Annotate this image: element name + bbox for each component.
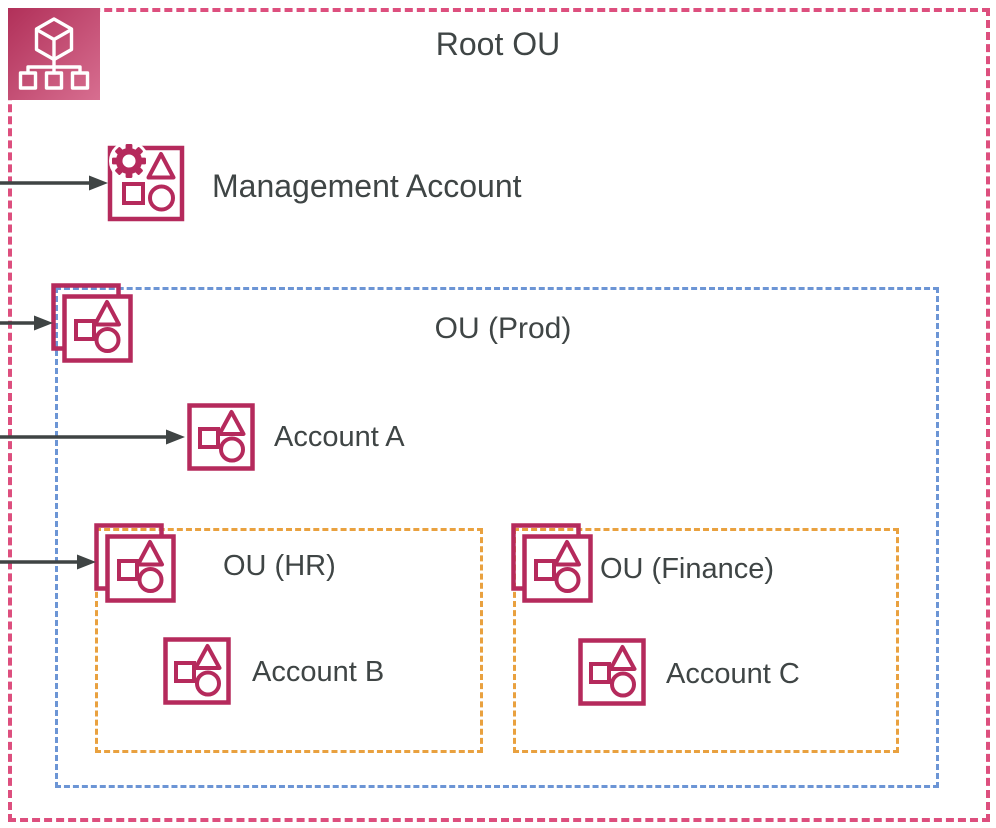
account-c-icon [577,637,647,707]
aws-organizations-icon [8,8,100,100]
ou-prod-icon [50,282,134,364]
ou-finance-icon [510,522,594,604]
root-ou-container [8,8,990,822]
ou-prod-container [55,287,939,788]
management-account-label: Management Account [212,168,522,204]
account-c-label: Account C [666,658,800,690]
gear-glyph [112,144,146,178]
ou-finance-container [513,528,899,753]
root-ou-label: Root OU [435,26,561,62]
account-a-label: Account A [274,421,405,453]
account-b-label: Account B [252,656,385,688]
ou-hr-container [95,528,483,753]
management-account-icon [104,142,188,224]
ou-hr-icon [93,522,177,604]
ou-prod-label: OU (Prod) [434,312,572,345]
account-a-icon [186,402,256,472]
ou-hr-label: OU (HR) [223,550,336,582]
account-b-icon [162,636,232,706]
ou-finance-label: OU (Finance) [600,553,775,585]
